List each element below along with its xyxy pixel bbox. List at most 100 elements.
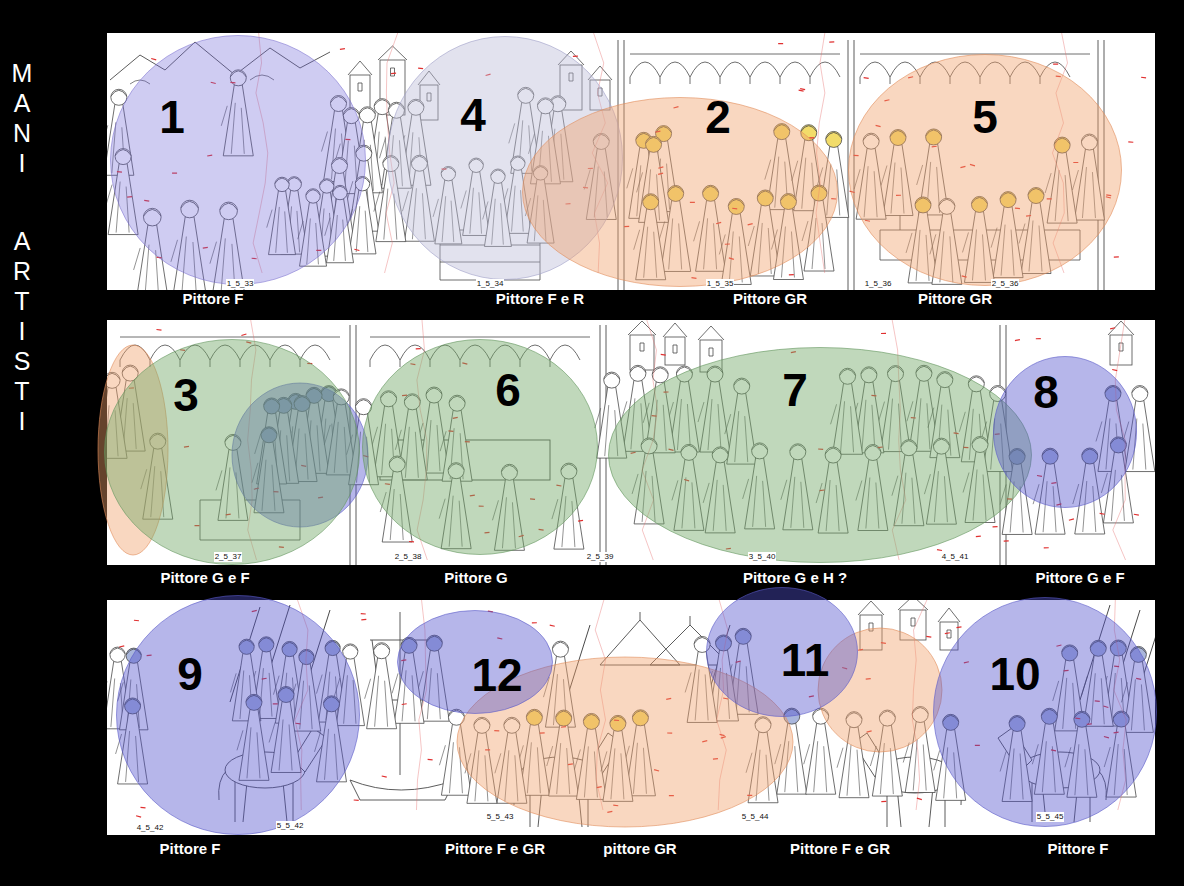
- red-mark: [156, 329, 161, 331]
- scene-code: 5_5_44: [741, 812, 770, 822]
- vertical-title: ARTISTI: [12, 226, 33, 436]
- scene-code: 1_5_33: [226, 279, 255, 289]
- figure-fold: [365, 676, 388, 727]
- ellipse-outline: [116, 595, 360, 835]
- red-mark: [778, 43, 783, 44]
- scene-code: 1_5_33: [226, 279, 255, 289]
- zone-number: 4: [460, 92, 486, 138]
- red-mark: [956, 626, 961, 628]
- figure-hair: [359, 108, 375, 114]
- painter-caption: pittore GR: [603, 840, 676, 858]
- red-mark: [917, 798, 922, 799]
- artist-zone-ellipse: 11: [706, 587, 858, 717]
- scene-code: 5_5_42: [276, 821, 305, 831]
- red-mark: [881, 801, 886, 802]
- red-mark: [976, 536, 981, 538]
- red-mark: [402, 703, 407, 705]
- red-mark: [140, 807, 145, 809]
- red-mark: [119, 646, 124, 647]
- red-mark: [428, 759, 433, 761]
- ellipse-fill: [934, 598, 1157, 827]
- artist-zone-ellipse: 2: [522, 97, 838, 287]
- red-mark: [881, 333, 886, 334]
- vertical-title: MANI: [12, 58, 33, 178]
- artist-zone-ellipse: 8: [993, 356, 1137, 508]
- scene-code: 5_5_43: [486, 812, 515, 822]
- figure-hair: [343, 645, 358, 651]
- red-mark: [945, 632, 950, 634]
- red-mark: [1134, 514, 1139, 516]
- scene-code: 2_5_36: [991, 279, 1020, 289]
- artist-zone-ellipse: 12: [397, 610, 553, 714]
- ellipse-fill: [994, 357, 1137, 508]
- red-mark: [241, 334, 246, 335]
- figure-head: [359, 107, 375, 123]
- red-mark: [361, 613, 366, 615]
- strip-drawing: [107, 320, 1155, 565]
- zone-number: 1: [159, 94, 185, 140]
- drawing-line: [698, 326, 724, 356]
- ellipse-outline: [933, 597, 1157, 827]
- zone-number: 8: [1033, 369, 1059, 415]
- figure-head: [604, 372, 620, 388]
- ellipse-fill: [398, 611, 553, 714]
- artist-zone-ellipse: 9: [116, 595, 360, 835]
- zone-number: 2: [705, 94, 731, 140]
- painter-caption: Pittore F e GR: [790, 840, 890, 858]
- painter-caption: Pittore F: [160, 840, 221, 858]
- red-mark: [409, 541, 414, 542]
- red-mark: [340, 48, 345, 50]
- scene-code: 1_5_35: [706, 279, 735, 289]
- ellipse-fill: [363, 340, 598, 555]
- scene-code: 4_5_42: [136, 823, 165, 833]
- scene-code: 1_5_36: [864, 279, 893, 289]
- red-mark: [1112, 370, 1117, 371]
- ellipse-outline: [848, 54, 1122, 286]
- painter-caption: Pittore F e R: [496, 290, 584, 308]
- painter-caption: Pittore G e F: [160, 569, 249, 587]
- figure-hair: [374, 100, 390, 106]
- scene-code: 3_5_40: [748, 552, 777, 562]
- strip-drawing: [107, 33, 1146, 290]
- scene-code: 5_5_42: [276, 821, 305, 831]
- red-mark: [573, 56, 578, 57]
- painter-caption: Pittore F: [1048, 840, 1109, 858]
- scene-code: 2_5_38: [394, 552, 423, 562]
- red-mark: [661, 354, 666, 356]
- red-mark: [354, 799, 359, 801]
- ellipse-fill: [105, 340, 360, 565]
- figure-hair: [630, 366, 646, 372]
- scene-code: 4_5_42: [136, 823, 165, 833]
- painter-caption: Pittore GR: [733, 290, 807, 308]
- red-mark: [1110, 328, 1115, 329]
- red-mark: [1044, 547, 1049, 548]
- ellipse-outline: [993, 356, 1137, 508]
- scene-code: 1_5_36: [864, 279, 893, 289]
- red-mark: [800, 88, 805, 90]
- painter-caption: Pittore GR: [918, 290, 992, 308]
- red-mark: [134, 620, 139, 622]
- figure-hair: [110, 648, 125, 654]
- artist-zone-ellipse: 6: [362, 339, 598, 555]
- painter-caption: Pittore F: [183, 290, 244, 308]
- painter-caption: Pittore G e F: [1035, 569, 1124, 587]
- zone-number: 7: [782, 367, 808, 413]
- figure-head: [374, 643, 390, 659]
- red-mark: [1141, 77, 1146, 79]
- red-mark: [1053, 63, 1058, 64]
- painter-caption: Pittore G e H ?: [743, 569, 847, 587]
- figure-head: [826, 131, 842, 147]
- zone-number: 5: [972, 94, 998, 140]
- scene-code: 2_5_37: [214, 552, 243, 562]
- artist-zone-ellipse: 7: [608, 347, 1032, 563]
- painter-caption: Pittore F: [1048, 840, 1109, 858]
- ellipse-outline: [362, 339, 598, 555]
- drawing-line: [348, 61, 372, 91]
- figure-head: [552, 641, 568, 657]
- painter-caption: Pittore GR: [733, 290, 807, 308]
- painter-caption: Pittore F e GR: [445, 840, 545, 858]
- painter-caption: Pittore G: [444, 569, 507, 587]
- figure-head: [374, 99, 390, 115]
- tower: [665, 337, 685, 365]
